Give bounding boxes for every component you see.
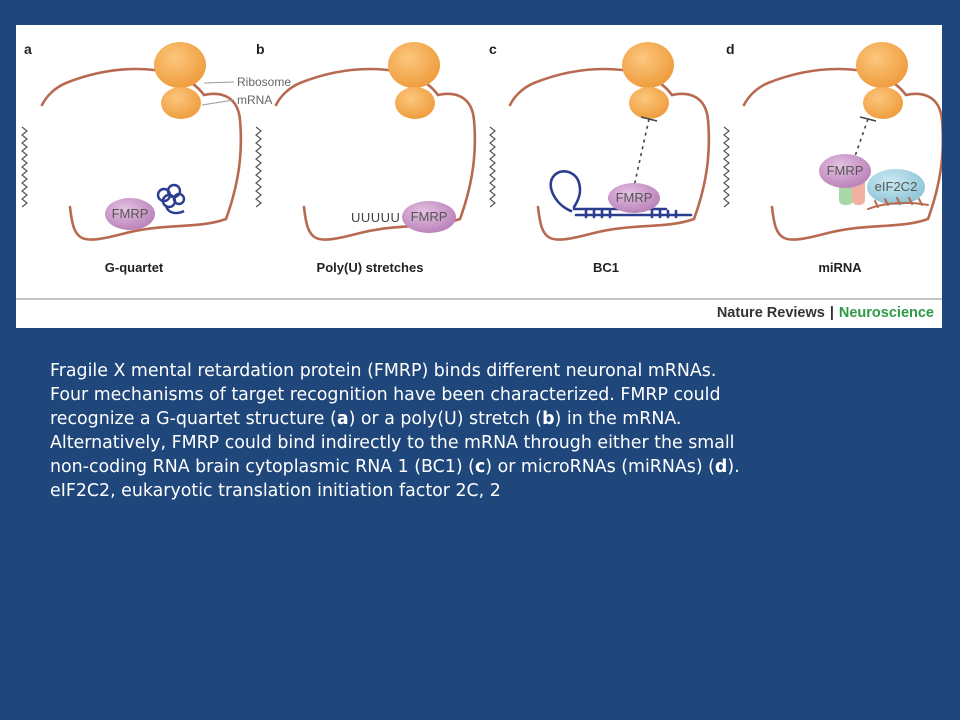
panel-d: d eIF2C2 FMRP miRNA (722, 40, 942, 275)
panel-c-letter: c (489, 41, 497, 57)
caption-line-3: recognize a G-quartet structure (a) or a… (50, 408, 682, 429)
credit-journal: Nature Reviews (717, 305, 825, 321)
panel-b: b UUUUU FMRP Poly(U) stretches (254, 40, 477, 275)
poly-u-label: UUUUU (351, 210, 400, 225)
g-quartet-icon (156, 183, 186, 215)
fmrp-protein-a (105, 198, 155, 230)
caption-panel-ref: a (336, 408, 349, 429)
journal-credit: Nature Reviews | Neuroscience (717, 305, 934, 321)
panel-d-caption: miRNA (818, 260, 862, 275)
caption-line-6: eIF2C2, eukaryotic translation initiatio… (50, 480, 501, 501)
panel-a-caption: G-quartet (105, 260, 164, 275)
panel-a-letter: a (24, 41, 32, 57)
caption-panel-ref: d (714, 456, 728, 477)
fmrp-label-c: FMRP (616, 190, 653, 205)
figure-caption: Fragile X mental retardation protein (FM… (50, 360, 880, 503)
caption-line-1: Fragile X mental retardation protein (FM… (50, 361, 717, 381)
mirna-icon (867, 197, 929, 210)
panel-a: a FMRP Ribosome mRNA G-quartet (20, 40, 291, 275)
credit-subject: Neuroscience (839, 305, 934, 321)
fmrp-label-b: FMRP (411, 209, 448, 224)
mrna-label: mRNA (237, 93, 272, 107)
panel-d-letter: d (726, 41, 735, 57)
panel-b-caption: Poly(U) stretches (317, 260, 424, 275)
panel-b-letter: b (256, 41, 265, 57)
fmrp-protein-d (819, 154, 871, 188)
fmrp-protein-c (608, 183, 660, 213)
caption-line-5: non-coding RNA brain cytoplasmic RNA 1 (… (50, 456, 740, 477)
eif2c2-protein (867, 169, 925, 205)
credit-separator: | (830, 305, 834, 321)
panel-c: c FMRP BC1 (488, 40, 711, 275)
figure-panel: a FMRP Ribosome mRNA G-quartet b UUUUU F… (16, 25, 942, 328)
fmrp-protein-b (402, 201, 456, 233)
panel-c-caption: BC1 (593, 260, 619, 275)
fmrp-label-a: FMRP (112, 206, 149, 221)
ribosome-label: Ribosome (237, 75, 291, 89)
caption-panel-ref: c (474, 456, 486, 477)
caption-line-4: Alternatively, FMRP could bind indirectl… (50, 432, 735, 453)
fmrp-label-d: FMRP (827, 163, 864, 178)
caption-line-2: Four mechanisms of target recognition ha… (50, 384, 721, 405)
eif2c2-label: eIF2C2 (875, 179, 918, 194)
caption-panel-ref: b (542, 408, 555, 429)
